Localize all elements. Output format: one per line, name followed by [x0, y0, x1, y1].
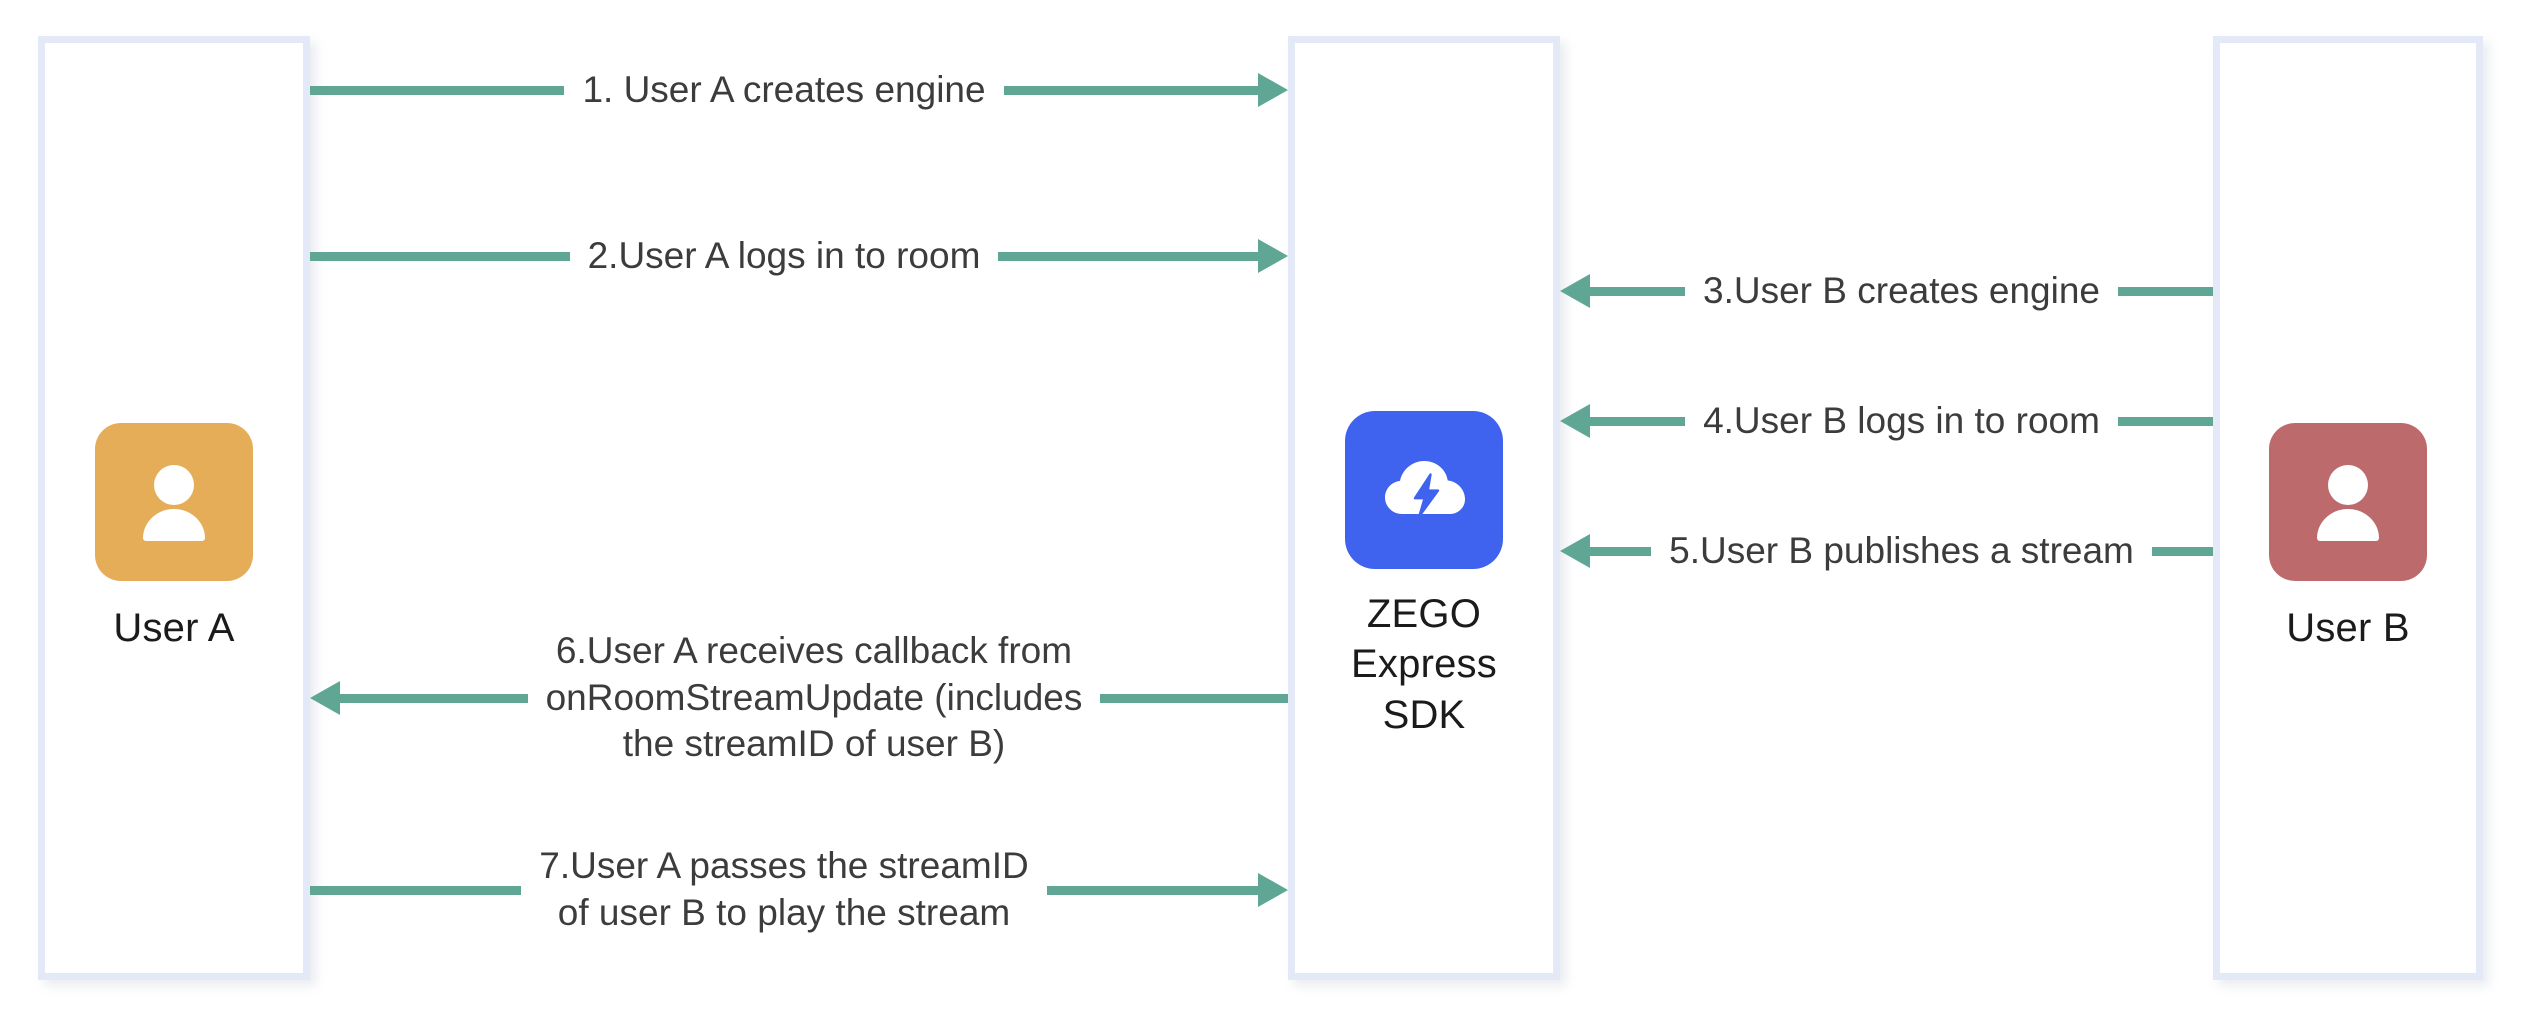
- message-label-step-5: 5.User B publishes a stream: [1669, 529, 2134, 571]
- message-arrow-step-1: 1. User A creates engine: [310, 0, 1289, 180]
- arrow-line: [1590, 416, 1686, 426]
- arrowhead-right-icon: [1258, 73, 1289, 107]
- arrow-line: [2151, 546, 2214, 556]
- arrow-line: [340, 693, 528, 703]
- arrowhead-left-icon: [1560, 274, 1590, 308]
- message-arrow-step-7: 7.User A passes the streamID of user B t…: [310, 800, 1288, 980]
- arrowhead-left-icon: [1560, 404, 1590, 438]
- person-icon: [95, 423, 253, 581]
- arrow-line: [1100, 693, 1288, 703]
- actor-user-b: User B: [2220, 423, 2476, 653]
- message-label-step-3: 3.User B creates engine: [1703, 269, 2100, 311]
- arrow-line: [310, 85, 565, 95]
- lifeline-user-a: User A: [38, 36, 310, 980]
- arrow-line: [2117, 286, 2213, 296]
- arrow-line: [1590, 546, 1652, 556]
- cloud-lightning-icon: [1345, 411, 1503, 569]
- message-arrow-step-4: 4.User B logs in to room: [1560, 356, 2214, 486]
- message-label-step-2: 2.User A logs in to room: [587, 234, 981, 276]
- message-label-step-7: 7.User A passes the streamID of user B t…: [539, 845, 1029, 933]
- message-arrow-step-3: 3.User B creates engine: [1560, 226, 2213, 356]
- actor-zego-sdk: ZEGO Express SDK: [1295, 411, 1553, 740]
- message-label-step-1: 1. User A creates engine: [582, 68, 986, 110]
- arrowhead-left-icon: [310, 681, 340, 715]
- message-arrow-step-6: 6.User A receives callback from onRoomSt…: [310, 568, 1288, 828]
- arrow-line: [310, 251, 570, 261]
- arrow-line: [1590, 286, 1686, 296]
- arrowhead-right-icon: [1258, 873, 1288, 907]
- actor-user-a: User A: [45, 423, 303, 653]
- person-icon: [2269, 423, 2427, 581]
- arrowhead-right-icon: [1258, 239, 1288, 273]
- arrowhead-left-icon: [1560, 534, 1590, 568]
- message-label-step-4: 4.User B logs in to room: [1703, 399, 2100, 441]
- actor-label-zego-sdk: ZEGO Express SDK: [1351, 592, 1497, 737]
- arrow-line: [1003, 85, 1259, 95]
- message-arrow-step-5: 5.User B publishes a stream: [1560, 486, 2214, 616]
- lifeline-user-b: User B: [2213, 36, 2483, 980]
- arrow-line: [998, 251, 1258, 261]
- message-arrow-step-2: 2.User A logs in to room: [310, 166, 1288, 346]
- lifeline-zego-sdk: ZEGO Express SDK: [1288, 36, 1560, 980]
- arrow-line: [2117, 416, 2214, 426]
- actor-label-user-b: User B: [2286, 606, 2410, 650]
- arrow-line: [1046, 885, 1258, 895]
- actor-label-user-a: User A: [113, 606, 235, 650]
- arrow-line: [310, 885, 522, 895]
- message-label-step-6: 6.User A receives callback from onRoomSt…: [545, 629, 1083, 765]
